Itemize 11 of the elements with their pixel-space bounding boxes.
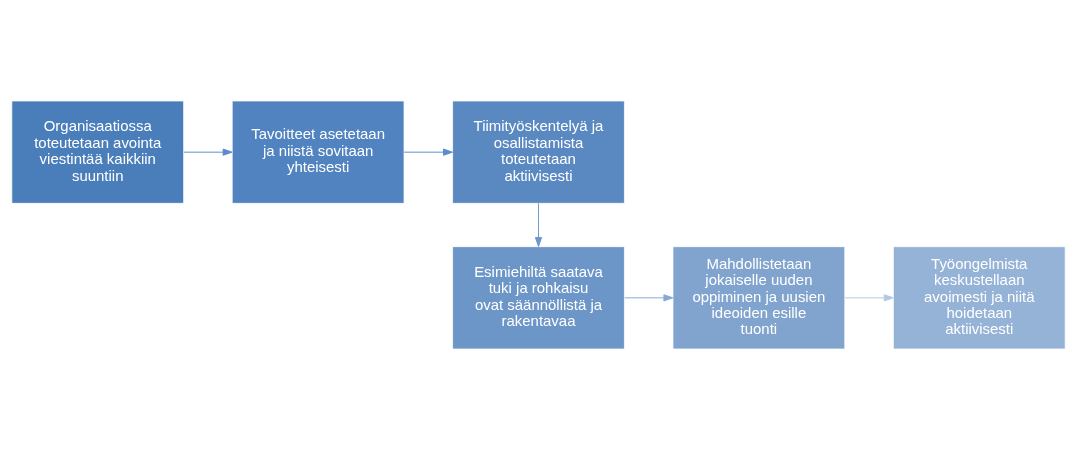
- node-box: Työongelmista keskustellaan avoimesti ja niitä hoidetaan aktiivisesti: [892, 246, 1066, 350]
- arrow: [403, 148, 453, 156]
- node-box: Organisaatiossa toteutetaan avointa viestintää kaikkiin suuntiin: [11, 100, 185, 204]
- node-box: Esimiehiltä saatava tuki ja rohkaisu ovat säännöllistä ja rakentavaa: [452, 246, 625, 350]
- node-box: Tavoitteet asetetaan ja niistä sovitaan yhteisesti: [231, 100, 405, 204]
- arrow: [183, 148, 233, 156]
- node-box: Mahdollistetaan jokaiselle uuden oppiminen ja uusien ideoiden esille tuonti: [672, 246, 846, 350]
- arrow: [534, 202, 543, 247]
- node-box: Tiimityöskentelyä ja osallistamista toteutetaan aktiivisesti: [452, 100, 625, 204]
- arrow: [624, 294, 674, 302]
- arrow: [844, 294, 894, 302]
